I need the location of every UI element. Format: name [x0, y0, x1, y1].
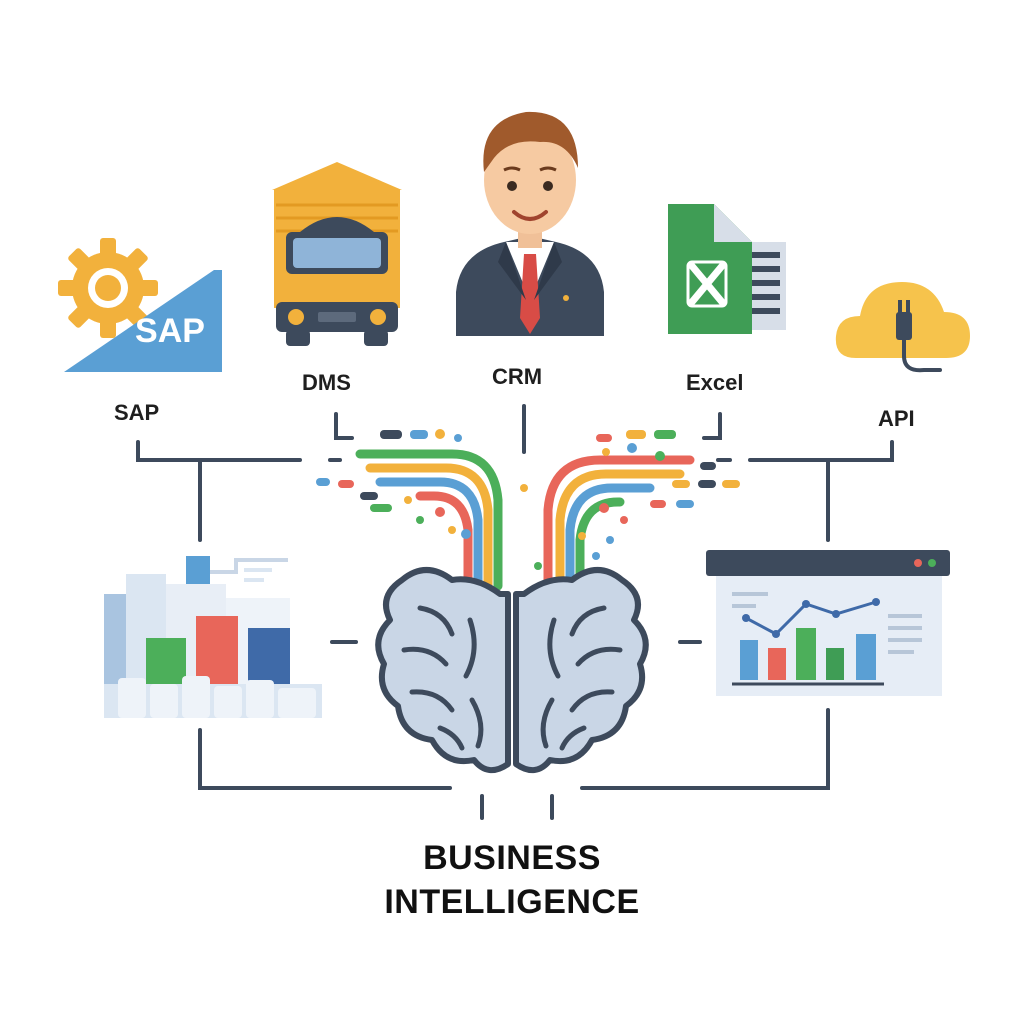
source-label-sap: SAP — [114, 400, 160, 425]
connector-lines — [136, 404, 894, 820]
data-stream-left — [355, 449, 503, 591]
cloud-plug-icon — [835, 282, 970, 373]
data-particles — [316, 429, 740, 570]
source-label-crm: CRM — [492, 364, 543, 389]
delivery-truck-icon — [272, 162, 402, 346]
sap-gear-logo-icon: SAP — [58, 238, 222, 372]
dashboard-window-icon — [706, 550, 950, 696]
title-line-2: INTELLIGENCE — [384, 883, 640, 921]
title-line-1: BUSINESS — [423, 839, 601, 877]
brain-icon — [375, 567, 649, 773]
excel-spreadsheet-icon — [668, 204, 786, 334]
businessman-avatar-icon — [456, 111, 604, 336]
diagram-title: BUSINESS INTELLIGENCE — [312, 836, 712, 924]
data-stream-right — [543, 455, 695, 591]
source-label-excel: Excel — [686, 370, 744, 395]
source-label-api: API — [878, 406, 915, 431]
bar-chart-report-icon — [104, 556, 322, 718]
sap-logo-text: SAP — [135, 312, 205, 350]
source-label-dms: DMS — [302, 370, 351, 395]
